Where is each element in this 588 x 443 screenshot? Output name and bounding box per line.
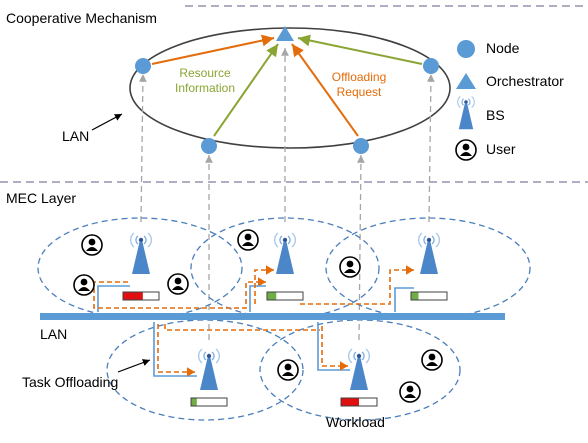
node-circle-icon	[423, 58, 439, 74]
legend-label-user: User	[486, 141, 516, 157]
legend-label-bs: BS	[486, 107, 505, 123]
resource-information-line1: Resource	[179, 66, 231, 80]
lan-ellipse	[129, 27, 451, 149]
base-station-icon	[273, 232, 297, 275]
workload-fill-bs1	[123, 292, 143, 300]
offloading-request-line2: Request	[336, 85, 382, 99]
orange-arrow-right	[291, 43, 359, 137]
base-station-icon	[347, 348, 371, 391]
user-icon	[455, 139, 477, 161]
workload-fill-bs2	[267, 292, 277, 300]
section-title-cooperative: Cooperative Mechanism	[6, 10, 157, 26]
task-offloading-label: Task Offloading	[22, 374, 119, 390]
lan-pointer-arrow	[91, 113, 123, 131]
resource-information-label: Resource Information	[170, 66, 240, 96]
orchestrator-triangle-icon	[276, 26, 294, 41]
lan-label-bottom: LAN	[40, 326, 68, 342]
workload-fill-bs3	[411, 292, 419, 300]
offload-paths	[93, 265, 414, 377]
base-station-icon	[417, 232, 441, 275]
user-icon	[167, 273, 189, 295]
base-station-icon	[129, 232, 153, 275]
base-station-icon	[197, 348, 221, 391]
user-icon	[277, 359, 299, 381]
green-arrow-left	[213, 43, 279, 137]
workload-label: Workload	[326, 414, 385, 430]
workload-fill-bs5	[341, 398, 359, 406]
user-icon	[399, 381, 421, 403]
user-icon	[421, 349, 443, 371]
lan-label-top: LAN	[62, 128, 90, 144]
orchestrator-triangle-icon	[456, 73, 476, 89]
task-offloading-pointer	[117, 359, 151, 373]
offloading-request-label: Offloading Request	[324, 70, 394, 100]
user-icon	[339, 256, 361, 278]
resource-information-line2: Information	[174, 81, 236, 95]
legend-label-orchestrator: Orchestrator	[486, 73, 564, 89]
section-title-mec: MEC Layer	[6, 190, 77, 206]
user-icon	[81, 234, 103, 256]
base-station-icon	[457, 95, 475, 130]
workload-fill-bs4	[191, 398, 197, 406]
orange-arrow-left	[151, 34, 275, 65]
user-icon	[73, 274, 95, 296]
user-icon	[237, 229, 259, 251]
offloading-request-line1: Offloading	[331, 70, 387, 84]
node-circle-icon	[135, 58, 151, 74]
legend-icons	[455, 40, 477, 161]
green-arrow-right	[297, 34, 423, 65]
vertical-links	[138, 48, 435, 341]
node-circle-icon	[457, 40, 475, 58]
lan-bar	[40, 313, 505, 320]
node-circle-icon	[201, 138, 217, 154]
legend-label-node: Node	[486, 40, 520, 56]
workload-bars	[122, 291, 448, 407]
node-circle-icon	[353, 138, 369, 154]
